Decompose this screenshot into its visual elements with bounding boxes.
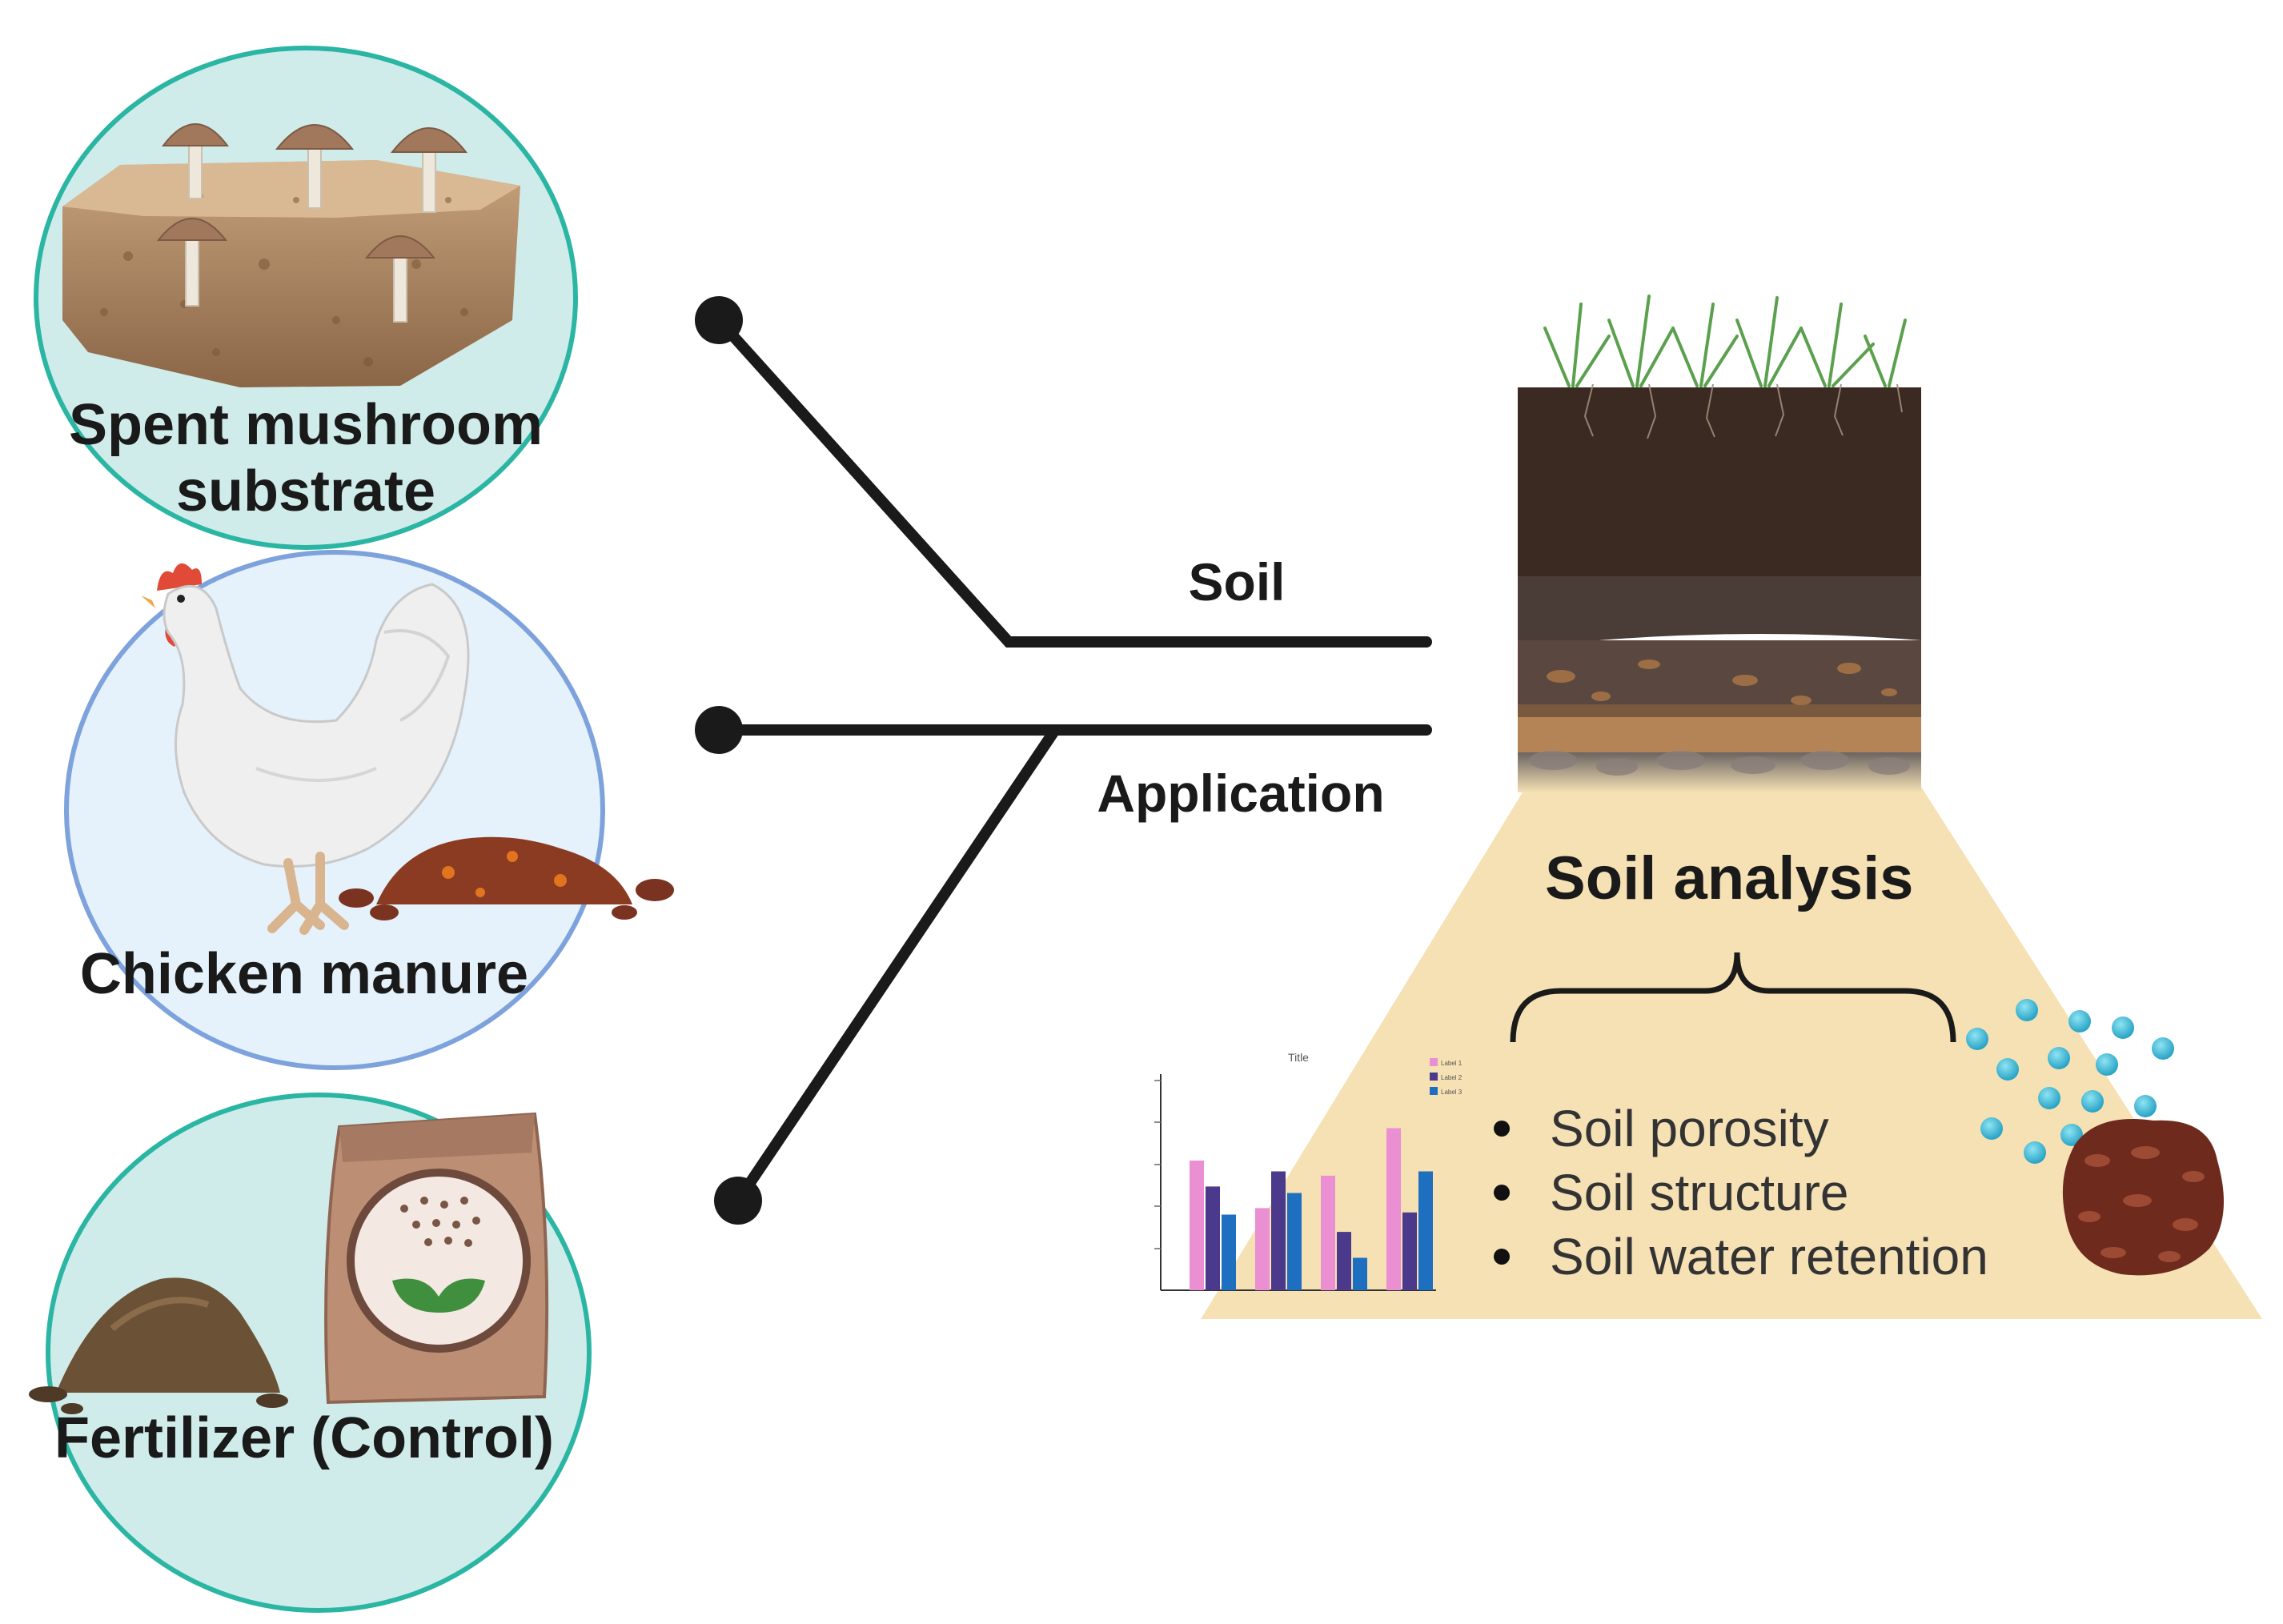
analysis-brace xyxy=(1510,952,1956,1043)
water-droplet xyxy=(2048,1047,2070,1069)
water-droplet xyxy=(2152,1037,2174,1060)
water-droplet xyxy=(2112,1017,2134,1039)
mini-chart-bar xyxy=(1402,1212,1417,1290)
water-droplet xyxy=(2060,1124,2083,1146)
water-droplet xyxy=(2068,1010,2091,1033)
mini-chart-bar xyxy=(1287,1193,1302,1290)
connector-dot-top xyxy=(695,296,743,344)
water-droplet xyxy=(2096,1053,2118,1076)
mini-chart-bar xyxy=(1271,1171,1286,1290)
mini-chart-bar xyxy=(1190,1161,1204,1290)
analysis-cone xyxy=(1201,784,2262,1319)
water-droplet xyxy=(2081,1090,2104,1113)
connector-soil-label: Soil xyxy=(1188,552,1286,612)
application-connector xyxy=(713,315,1432,1206)
connector-application-label: Application xyxy=(1097,764,1385,823)
water-droplet xyxy=(2024,1141,2046,1164)
mini-chart-bar xyxy=(1386,1128,1401,1290)
connector-line-bottom xyxy=(732,724,1061,1206)
mushroom-substrate-icon xyxy=(62,123,520,387)
soil-profile-icon xyxy=(1518,295,1921,792)
grass-icon xyxy=(1543,295,1907,387)
soil-pile-icon xyxy=(29,1277,288,1414)
water-droplet xyxy=(1996,1058,2019,1081)
analysis-list: Soil porosity Soil structure Soil water … xyxy=(1487,1097,1988,1289)
mini-bar-chart: Title Label 1 Label 2 Label 3 xyxy=(1154,1051,1462,1291)
analysis-item-structure: Soil structure xyxy=(1487,1161,1988,1225)
mini-chart-bar xyxy=(1353,1257,1367,1290)
mini-chart-bar xyxy=(1337,1232,1351,1290)
soil-aggregate-icon xyxy=(2062,1119,2224,1276)
connector-dot-bottom xyxy=(714,1177,762,1225)
mini-chart-bar xyxy=(1255,1208,1270,1290)
mushroom-label-line1: Spent mushroom xyxy=(68,393,544,457)
mini-chart-bar xyxy=(1418,1171,1433,1290)
mini-legend-label-3: Label 3 xyxy=(1441,1089,1462,1096)
mini-legend-label-1: Label 1 xyxy=(1441,1060,1462,1067)
mushroom-substrate-label: Spent mushroom substrate xyxy=(66,392,546,525)
connector-dot-middle xyxy=(695,706,743,754)
mini-chart-bar xyxy=(1321,1175,1335,1290)
water-droplet xyxy=(2134,1095,2157,1117)
water-droplet xyxy=(1980,1117,2003,1140)
mini-chart-legend: Label 1 Label 2 Label 3 xyxy=(1430,1058,1462,1096)
mini-chart-title: Title xyxy=(1288,1051,1309,1064)
manure-pile-icon xyxy=(339,836,674,920)
mini-chart-bar xyxy=(1222,1214,1236,1290)
fertilizer-node xyxy=(29,1093,592,1613)
chicken-manure-label: Chicken manure xyxy=(79,942,529,1006)
mini-chart-bar xyxy=(1206,1186,1220,1290)
fertilizer-bag-icon xyxy=(324,1112,549,1405)
chicken-manure-node xyxy=(64,550,674,1070)
mushroom-substrate-node xyxy=(34,46,578,550)
mushroom-label-line2: substrate xyxy=(175,459,436,523)
connector-line-top xyxy=(713,315,1432,648)
chicken-icon xyxy=(141,563,470,935)
fertilizer-label: Fertilizer (Control) xyxy=(54,1406,554,1470)
soil-analysis-title: Soil analysis xyxy=(1545,844,1914,912)
analysis-item-porosity: Soil porosity xyxy=(1487,1097,1988,1161)
water-droplet xyxy=(2016,999,2038,1021)
mini-legend-label-2: Label 2 xyxy=(1441,1074,1462,1081)
water-droplet xyxy=(2038,1087,2060,1109)
analysis-item-water-retention: Soil water retention xyxy=(1487,1225,1988,1289)
water-droplet xyxy=(1966,1028,1988,1050)
